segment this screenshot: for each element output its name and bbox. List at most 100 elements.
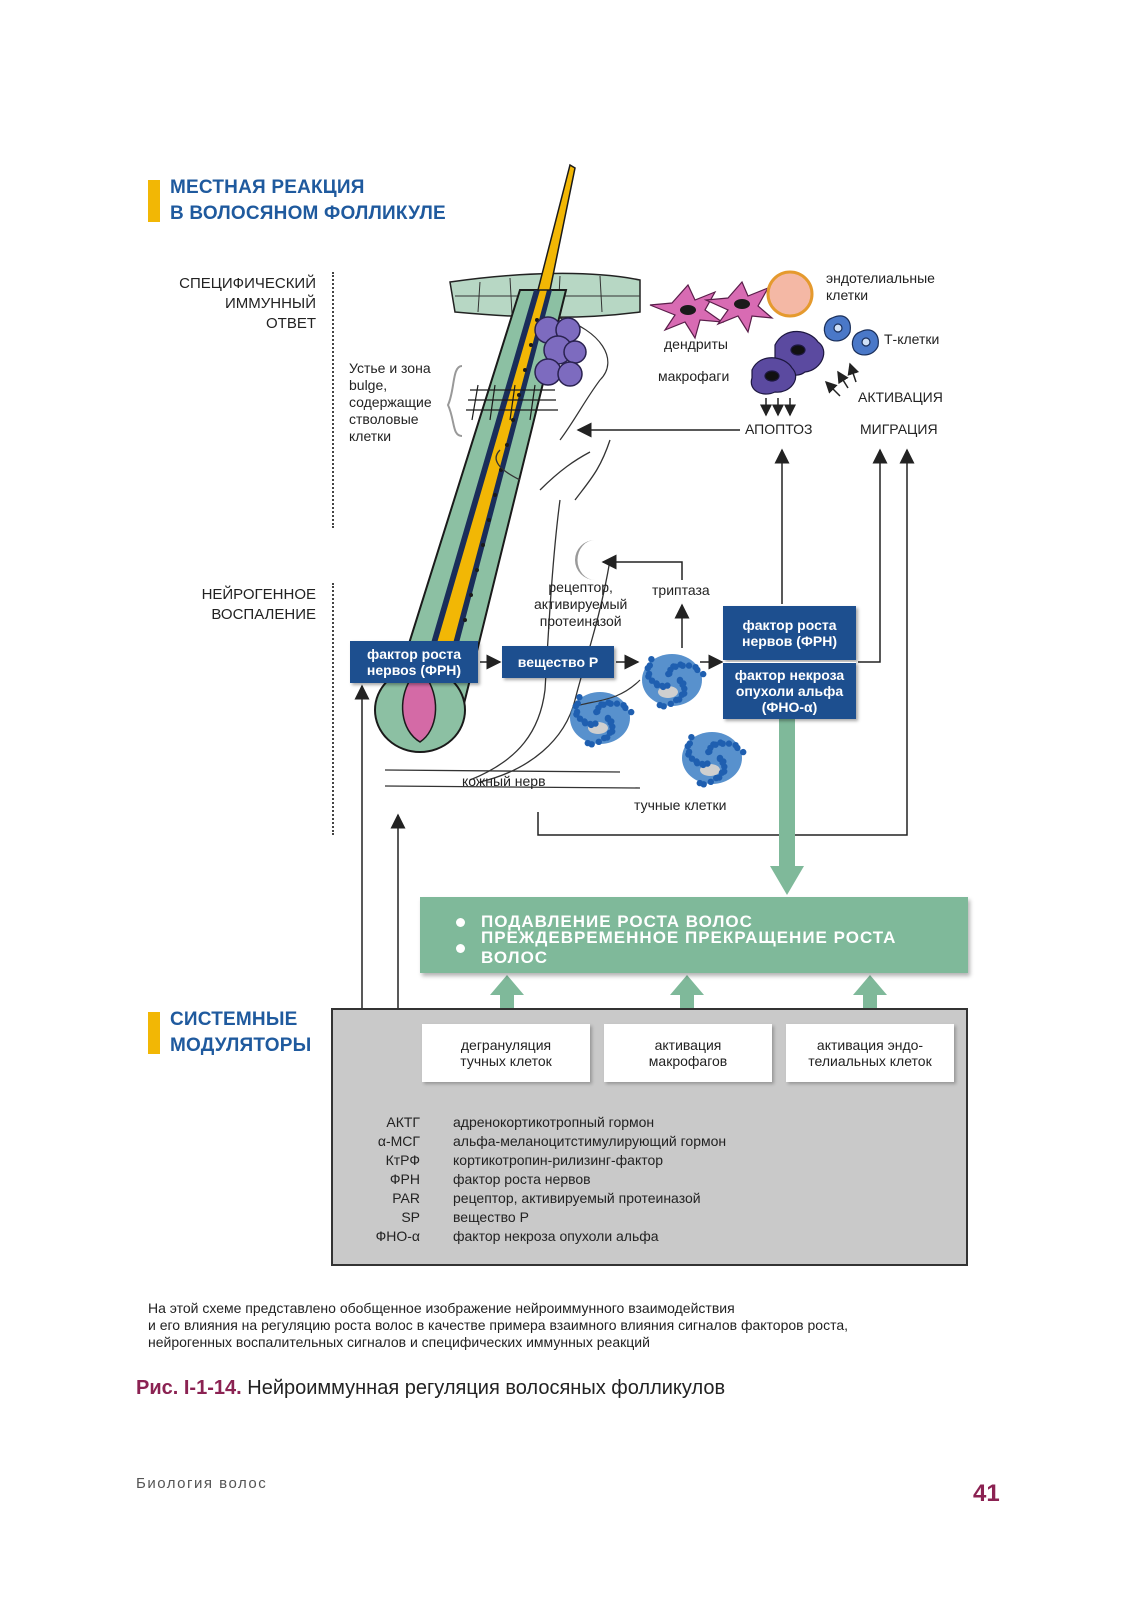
label-endothelial-line2: клетки (826, 287, 869, 303)
box-tnf-alpha-line2: опухоли альфа (735, 683, 844, 699)
mast-cell-granule (653, 680, 660, 687)
abbreviation-term: КтРФ (385, 1152, 420, 1168)
mast-cell-granule (594, 708, 601, 715)
box-ngf-right-line1: фактор роста (742, 617, 837, 633)
label-activation: АКТИВАЦИЯ (858, 389, 943, 405)
label-specific-immune-line2: ИММУННЫЙ (224, 295, 316, 312)
mast-cell-granule (679, 662, 686, 669)
section-title-systemic: СИСТЕМНЫЕ МОДУЛЯТОРЫ (170, 1007, 311, 1059)
label-neurogenic-line2: ВОСПАЛЕНИЕ (211, 606, 316, 623)
mast-cell-granule (601, 734, 608, 742)
abbreviation-definition: адренокортикотропный гормон (453, 1114, 655, 1130)
modulator-mast-degranulation: дегрануляция тучных клеток (422, 1024, 590, 1082)
label-migration: МИГРАЦИЯ (860, 421, 938, 437)
mast-cell-granule (645, 670, 653, 678)
mast-cell-granule (646, 662, 653, 669)
footer-book-title: Биология волос (136, 1475, 268, 1492)
accent-bar-systemic (148, 1012, 160, 1054)
mast-cells (570, 654, 747, 788)
box-tnf-alpha-line1: фактор некроза (734, 667, 845, 683)
label-specific-immune-line3: ОТВЕТ (265, 315, 316, 332)
section-title-systemic-line1: СИСТЕМНЫЕ (170, 1009, 298, 1030)
label-par-receptor: рецептор, активируемый протеиназой (534, 579, 627, 630)
par-receptor (575, 540, 595, 580)
abbreviation-definition: фактор некроза опухоли альфа (453, 1228, 659, 1244)
figure-description-line1: На этой схеме представлено обобщенное из… (148, 1300, 735, 1316)
mast-cell-granule (576, 694, 583, 701)
abbreviation-definition: кортикотропин-рилизинг-фактор (453, 1152, 664, 1168)
box-ngf-right-line2: нервов (ФРН) (742, 633, 837, 649)
abbreviation-row: ФНО-α фактор некроза опухоли альфа (366, 1227, 726, 1246)
label-neurogenic: НЕЙРОГЕННОЕ ВОСПАЛЕНИЕ (150, 585, 316, 625)
mast-cell-granule (607, 700, 614, 707)
label-endothelial-line1: эндотелиальные (826, 270, 935, 286)
endothelial-cell (766, 270, 814, 318)
label-par-receptor-line2: активируемый (534, 596, 628, 612)
box-tnf-alpha: фактор некроза опухоли альфа (ФНО-α) (723, 662, 856, 719)
modulator-endothelial-activation: активация эндо- телиальных клеток (786, 1024, 954, 1082)
hair-follicle (374, 163, 587, 753)
mast-cell-granule (628, 708, 635, 716)
mast-cell-granule (696, 779, 703, 787)
bulge-label-line5: клетки (349, 428, 392, 444)
mast-cell-granule (679, 681, 686, 688)
box-substance-p: вещество Р (502, 646, 614, 678)
mast-cell-granule (672, 663, 679, 670)
abbreviation-term: ФНО-α (375, 1228, 420, 1244)
abbreviation-term: SP (401, 1209, 420, 1225)
mast-cell-granule (740, 748, 747, 756)
mast-cell-granule (685, 662, 693, 669)
abbreviation-term: α-МСГ (377, 1133, 420, 1149)
mast-cell-granule (581, 718, 588, 725)
label-specific-immune-line1: СПЕЦИФИЧЕСКИЙ (179, 275, 316, 292)
figure-description: На этой схеме представлено обобщенное из… (148, 1300, 848, 1351)
mast-cell-granule (600, 701, 607, 708)
label-neurogenic-line1: НЕЙРОГЕННОЕ (201, 586, 316, 603)
label-specific-immune: СПЕЦИФИЧЕСКИЙ ИММУННЫЙ ОТВЕТ (150, 274, 316, 334)
mast-cell-granule (707, 778, 714, 785)
label-par-receptor-line1: рецептор, (548, 579, 613, 595)
bulge-label-line1: Устье и зона (349, 360, 431, 376)
box-ngf-right: фактор роста нервов (ФРН) (723, 606, 856, 660)
bulge-label: Устье и зона bulge, содержащие стволовые… (349, 360, 432, 445)
abbreviation-row: SP вещество Р (366, 1208, 726, 1227)
figure-title: Нейроиммунная регуляция волосяных фоллик… (247, 1377, 726, 1399)
section-title-local-line1: МЕСТНАЯ РЕАКЦИЯ (170, 177, 365, 198)
modulator-macrophage-activation-line1: активация (654, 1037, 722, 1053)
mast-cell-granule (688, 734, 695, 741)
bulge-bracket (446, 365, 463, 437)
mast-cell-granule (659, 682, 666, 690)
mast-cell-granule (725, 740, 733, 747)
abbreviation-row: КтРФ кортикотропин-рилизинг-фактор (366, 1151, 726, 1170)
mast-cell-granule (667, 700, 674, 707)
label-t-cells: Т-клетки (884, 331, 940, 347)
mast-cell-granule (664, 682, 671, 689)
mast-cell-granule (607, 719, 614, 726)
effect-item-label: ПРЕЖДЕВРЕМЕННОЕ ПРЕКРАЩЕНИЕ РОСТА ВОЛОС (480, 928, 897, 967)
flow-arrows (354, 422, 915, 1010)
label-macrophages: макрофаги (658, 368, 730, 384)
effect-item: ПРЕЖДЕВРЕМЕННОЕ ПРЕКРАЩЕНИЕ РОСТА ВОЛОС (456, 928, 968, 967)
mast-cell-granule (648, 656, 655, 663)
dendritic-cells (649, 280, 774, 340)
mast-cell-granule (573, 708, 581, 716)
mast-cell-granule (673, 696, 680, 704)
bulge-label-line3: содержащие (349, 394, 432, 410)
box-ngf-left-line2: нервоs (ФРН) (366, 662, 462, 678)
sebaceous-gland (534, 316, 587, 387)
abbreviation-definition: рецептор, активируемый протеиназой (453, 1190, 701, 1206)
mast-cell-granule (606, 729, 614, 736)
mast-cell-granule (613, 700, 621, 707)
divider-neuro (332, 583, 334, 835)
abbreviation-term: PAR (392, 1190, 420, 1206)
modulator-endothelial-activation-line1: активация эндо- (816, 1037, 924, 1053)
mast-cell-granule (706, 748, 713, 755)
macrophage-cells (750, 330, 825, 395)
mast-cell-granule (678, 691, 686, 698)
figure-label: Рис. I-1-14. (136, 1377, 242, 1399)
abbreviation-definition: вещество Р (453, 1209, 529, 1225)
label-par-receptor-line3: протеиназой (539, 613, 622, 629)
